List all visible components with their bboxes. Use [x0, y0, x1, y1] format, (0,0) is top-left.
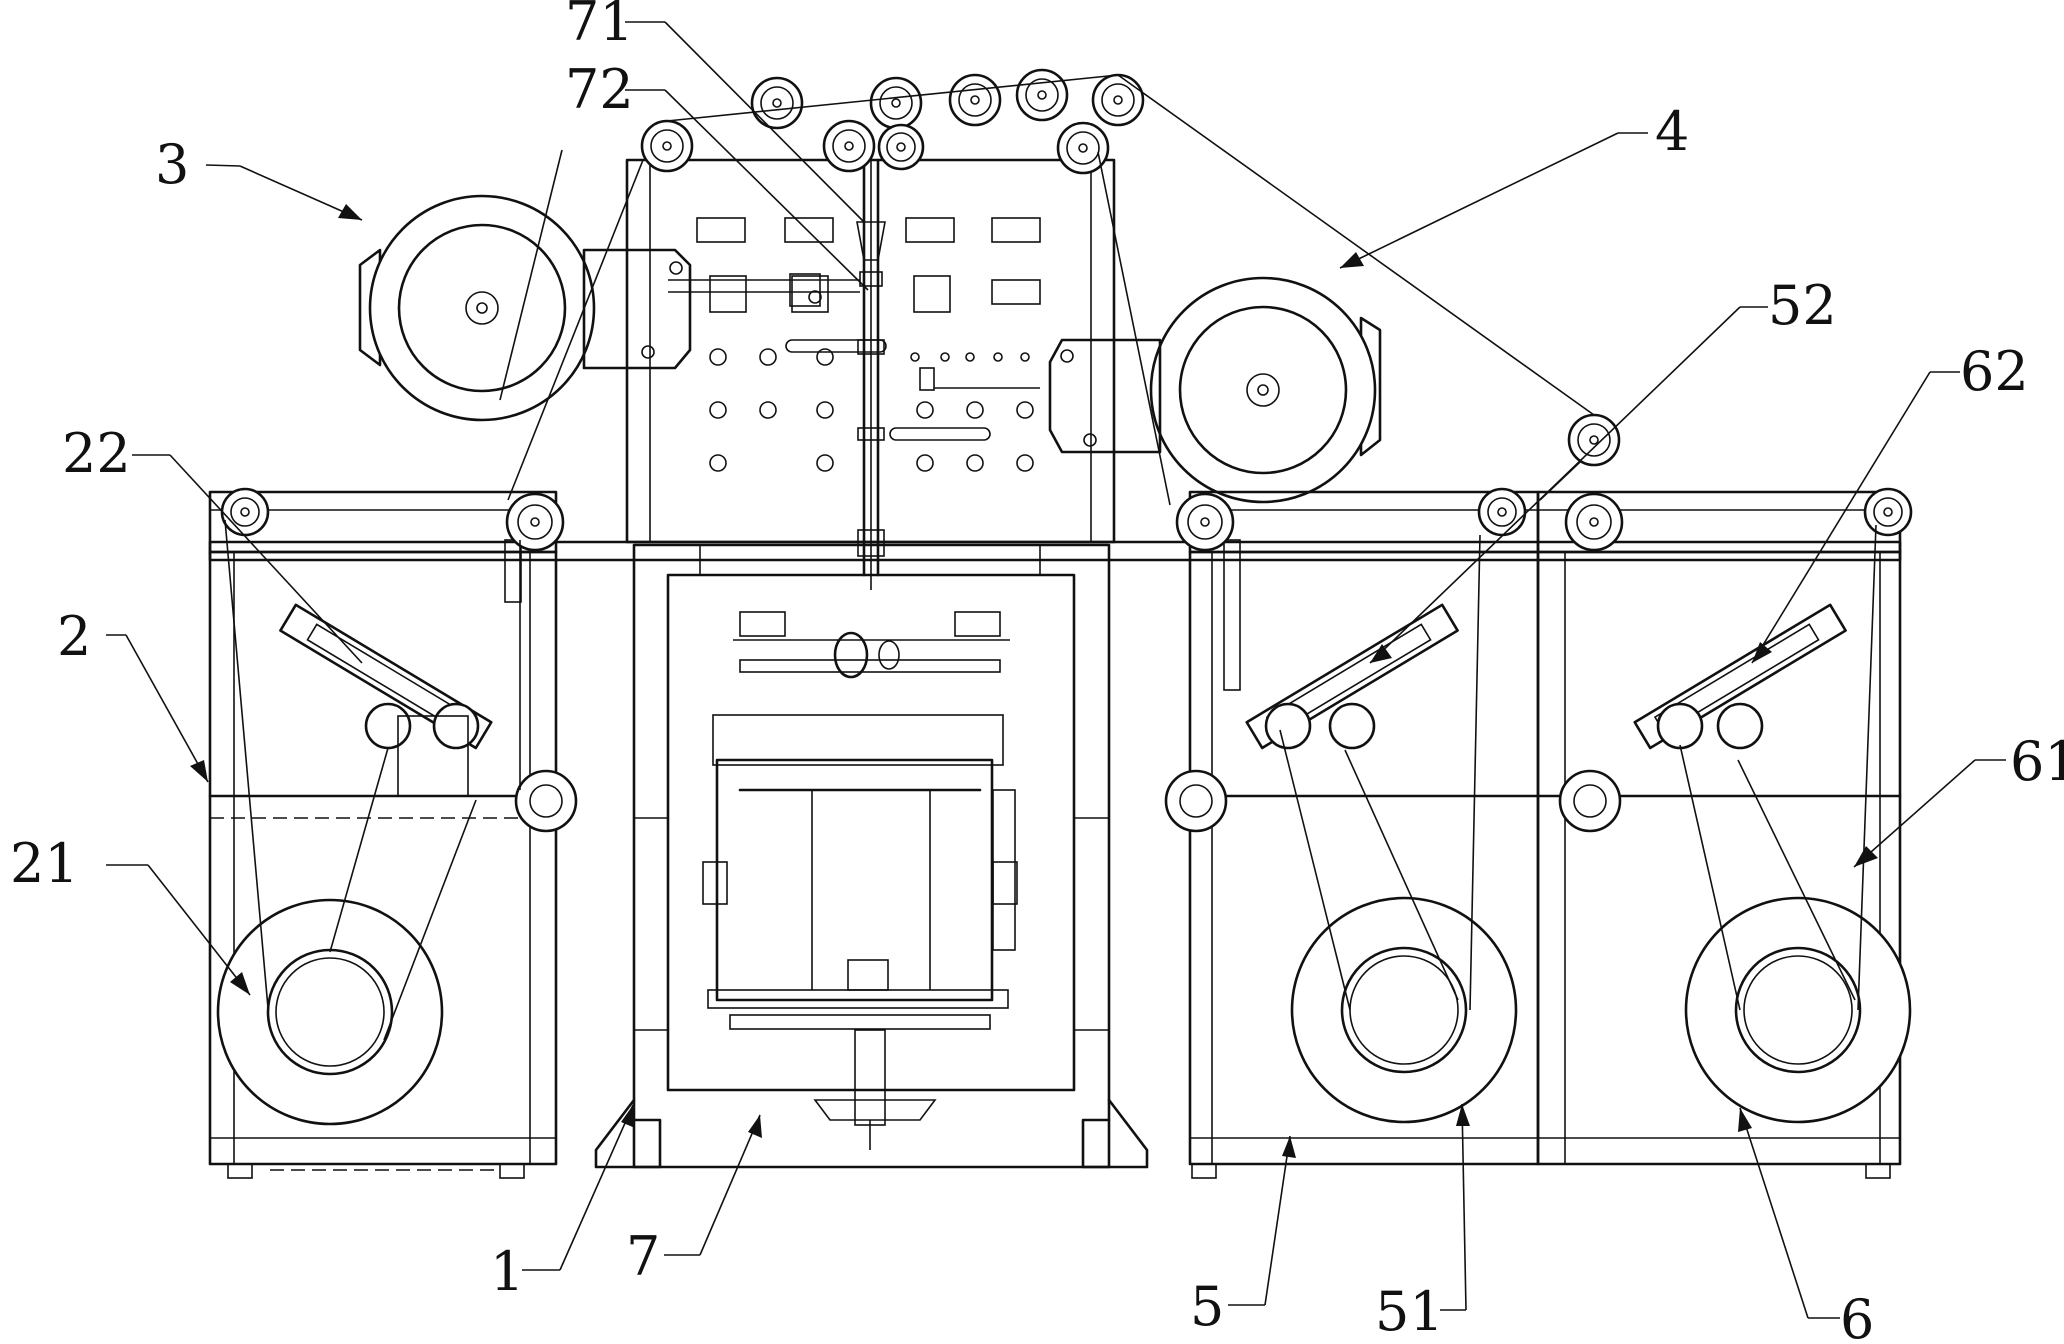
- right-guide-roller-top: [1569, 415, 1619, 465]
- callout-6: 61: [2010, 730, 2064, 793]
- callout-3: 3: [155, 133, 189, 196]
- middle-station: [1166, 489, 1538, 1178]
- middle-reel-51: [1292, 898, 1516, 1122]
- left-station: [210, 489, 576, 1178]
- callout-52: 52: [1768, 274, 1837, 337]
- drive-unit: [703, 612, 1017, 1150]
- middle-guide-roller-2: [1479, 489, 1525, 535]
- upper-panel: [668, 218, 1040, 471]
- callout-21: 21: [10, 832, 79, 895]
- callout-51: 51: [1375, 1280, 1444, 1343]
- right-guide-roller-2: [1865, 489, 1911, 535]
- upper-guide-rollers: [642, 70, 1143, 173]
- middle-guide-roller-1: [1177, 494, 1233, 550]
- callout-71: 71: [565, 0, 634, 53]
- roller-h: [1093, 75, 1143, 125]
- left-dancer-roller: [516, 771, 576, 831]
- callout-22: 22: [62, 422, 131, 485]
- callout-62: 62: [1960, 340, 2029, 403]
- roller-e: [879, 125, 923, 169]
- callout-72: 72: [565, 58, 634, 121]
- callout-2: 2: [57, 605, 91, 668]
- callout-1: 1: [490, 1240, 524, 1303]
- right-reel-61: [1686, 898, 1910, 1122]
- left-guide-roller-2: [507, 494, 563, 550]
- callout-61: 6: [1840, 1288, 1874, 1344]
- right-guide-roller-1: [1566, 494, 1622, 550]
- callout-5: 5: [1190, 1275, 1224, 1338]
- roller-c: [642, 121, 692, 171]
- left-reel-21: [218, 900, 442, 1124]
- roller-a: [752, 78, 802, 128]
- roller-b: [824, 121, 874, 171]
- left-guide-roller-1: [222, 489, 268, 535]
- middle-dancer-roller: [1166, 771, 1226, 831]
- callout-7: 7: [626, 1225, 660, 1288]
- right-station: [1538, 415, 1911, 1178]
- callout-4: 4: [1655, 100, 1689, 163]
- roller-g: [1017, 70, 1067, 120]
- roller-d: [871, 78, 921, 128]
- center-shaft: [857, 160, 885, 590]
- material-roll-4: [1050, 278, 1380, 502]
- roller-f: [950, 75, 1000, 125]
- material-roll-3: [360, 196, 690, 420]
- right-dancer-roller: [1560, 771, 1620, 831]
